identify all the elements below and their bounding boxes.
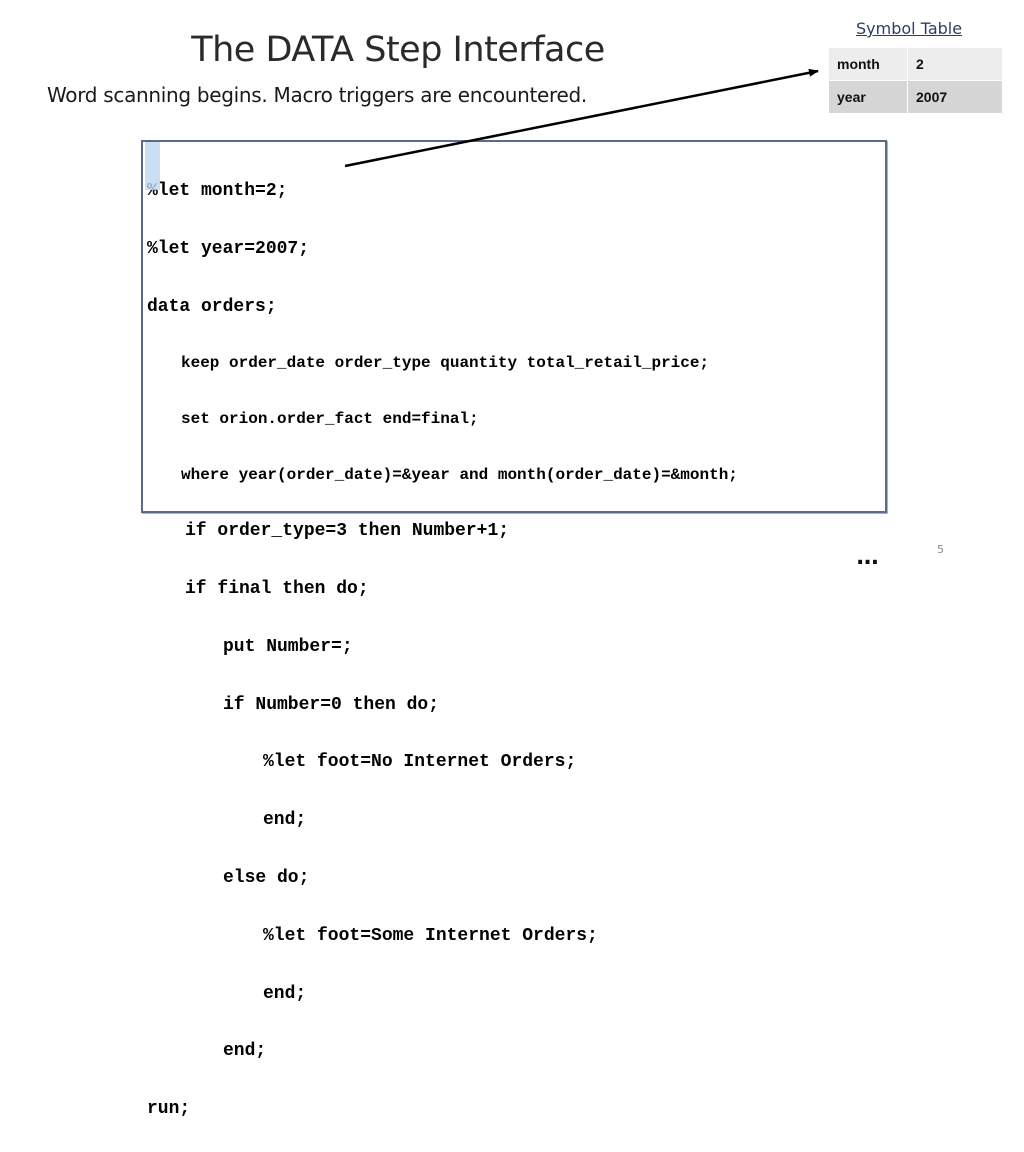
code-line: data orders;: [147, 296, 277, 317]
page-number: 5: [937, 543, 944, 556]
code-line: end;: [263, 983, 307, 1004]
code-line: run;: [147, 1099, 191, 1120]
symbol-table-arrow: [344, 68, 819, 168]
code-line: end;: [263, 810, 307, 831]
slide-subtitle: Word scanning begins. Macro triggers are…: [47, 83, 587, 107]
symbol-name: year: [828, 80, 908, 114]
code-line: %let year=2007;: [147, 238, 310, 259]
continuation-indicator: ...: [856, 545, 879, 570]
code-line: keep order_date order_type quantity tota…: [181, 354, 710, 373]
code-line: if final then do;: [185, 578, 369, 599]
code-line: %let foot=No Internet Orders;: [263, 752, 577, 773]
symbol-table-row: month 2: [828, 47, 1003, 81]
symbol-table-row: year 2007: [828, 80, 1003, 114]
code-line: %let foot=Some Internet Orders;: [263, 925, 598, 946]
code-line: where year(order_date)=&year and month(o…: [181, 465, 738, 484]
code-line: put Number=;: [223, 636, 353, 657]
code-line: end;: [223, 1041, 267, 1062]
code-line: set orion.order_fact end=final;: [181, 409, 479, 428]
symbol-table-label: Symbol Table: [856, 19, 963, 38]
symbol-table: month 2 year 2007: [828, 47, 1003, 114]
slide-title: The DATA Step Interface: [191, 30, 605, 70]
symbol-value: 2007: [907, 80, 1003, 114]
word-scanner-highlight: [145, 142, 160, 190]
code-line: if Number=0 then do;: [223, 694, 440, 715]
code-line: else do;: [223, 867, 310, 888]
symbol-value: 2: [907, 47, 1003, 81]
code-line: if order_type=3 then Number+1;: [185, 521, 510, 542]
